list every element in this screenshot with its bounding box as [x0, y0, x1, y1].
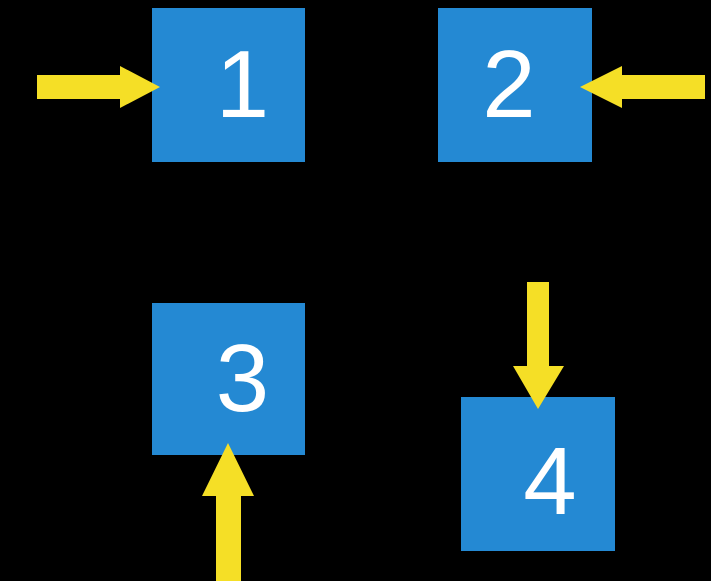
node-box-2[interactable]: 2 [438, 8, 592, 162]
node-box-4[interactable]: 4 [461, 397, 615, 551]
node-label-1: 1 [215, 31, 270, 138]
arrow-left-into-node-2-icon [580, 66, 705, 108]
node-label-4: 4 [523, 428, 577, 535]
arrow-up-into-node-3-icon [202, 443, 254, 581]
node-box-3[interactable]: 3 [152, 303, 305, 455]
arrow-right-into-node-1-icon [37, 66, 160, 108]
node-box-1[interactable]: 1 [152, 8, 305, 162]
node-label-2: 2 [482, 31, 536, 138]
node-label-3: 3 [215, 325, 270, 432]
arrow-down-into-node-4-icon [513, 282, 564, 409]
